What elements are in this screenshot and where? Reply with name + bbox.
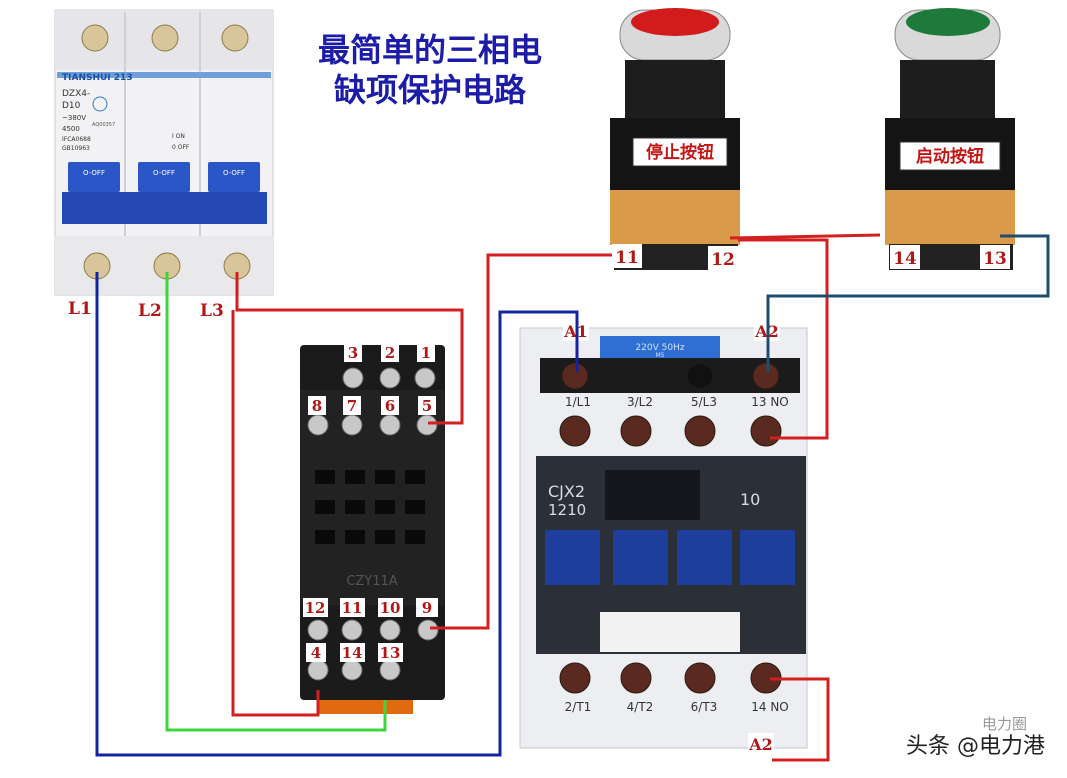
relay-terminal-8: 8 <box>312 397 322 415</box>
contactor-label-6t3: 6/T3 <box>691 700 718 714</box>
contactor-model: CJX2 <box>548 482 585 501</box>
relay-terminal-11: 11 <box>342 599 363 617</box>
contactor-label-2t1: 2/T1 <box>565 700 592 714</box>
start-button[interactable] <box>885 8 1015 270</box>
start-terminal-14: 14 <box>893 249 917 269</box>
relay-terminal-2: 2 <box>385 344 395 362</box>
title-line-2: 缺项保护电路 <box>333 71 526 109</box>
coil-rating: 220V 50Hz <box>635 343 684 353</box>
wire-stop12-start14 <box>729 233 881 240</box>
start-terminal-13: 13 <box>983 249 1007 269</box>
wire-l3-red-relay5 <box>235 272 464 425</box>
relay-terminal-14: 14 <box>342 644 363 662</box>
contactor-label-13no: 13 NO <box>751 395 789 409</box>
contactor-label-3l2: 3/L2 <box>627 395 653 409</box>
breaker-rating: D10 <box>62 101 81 111</box>
phase-label-l3: L3 <box>200 301 224 321</box>
wire-l2-green <box>165 272 387 732</box>
contactor: 220V 50Hz M5 1/L1 3/L2 5/L3 13 NO 2/T1 4… <box>519 327 808 749</box>
breaker-voltage: ~380V <box>62 114 86 122</box>
breaker-toggle-bar[interactable] <box>62 192 267 224</box>
breaker-model: DZX4- <box>62 89 90 99</box>
stop-terminal-12: 12 <box>711 250 735 270</box>
handle-label-3: O-OFF <box>223 169 245 177</box>
contactor-label-5l3: 5/L3 <box>691 395 717 409</box>
title-line-1: 最简单的三相电 <box>317 31 542 69</box>
breaker-on: I ON <box>172 133 185 140</box>
relay-terminal-10: 10 <box>380 599 401 617</box>
contactor-label-14no: 14 NO <box>751 700 789 714</box>
diagram-title: 最简单的三相电 缺项保护电路 <box>270 30 590 110</box>
breaker-capacity: 4500 <box>62 125 80 133</box>
relay-terminal-3: 3 <box>348 344 358 362</box>
relay-terminal-1: 1 <box>421 344 431 362</box>
breaker-std2: GB10963 <box>62 145 90 152</box>
phase-label-l2: L2 <box>138 301 162 321</box>
start-button-label: 启动按钮 <box>916 146 984 167</box>
breaker-brand: TIANSHUI 213 <box>62 73 133 83</box>
contactor-aux: 10 <box>740 490 760 509</box>
phase-label-l1: L1 <box>68 299 92 319</box>
wire-relay9-stop11 <box>430 253 612 630</box>
contactor-label-4t2: 4/T2 <box>627 700 654 714</box>
relay-terminal-12: 12 <box>305 599 326 617</box>
stop-button-label: 停止按钮 <box>646 142 714 163</box>
coil-sub: M5 <box>656 352 665 359</box>
wire-14no-a2 <box>770 677 830 762</box>
wire-stop12-13no <box>738 238 829 440</box>
circuit-breaker: TIANSHUI 213 DZX4- D10 ~380V 4500 IFCA06… <box>54 9 274 296</box>
breaker-off: 0 OFF <box>172 144 190 151</box>
contactor-label-1l1: 1/L1 <box>565 395 591 409</box>
watermark: 头条 @电力港 <box>906 734 1045 759</box>
relay-marking: CZY11A <box>346 574 397 589</box>
wire-l3-red-relay4 <box>231 310 320 717</box>
bottom-a2-label: A2 <box>748 735 773 754</box>
stop-terminal-11: 11 <box>615 248 639 268</box>
relay-terminal-7: 7 <box>347 397 357 415</box>
wires <box>95 233 1050 762</box>
relay-terminal-13: 13 <box>380 644 401 662</box>
handle-label-1: O-OFF <box>83 169 105 177</box>
relay-terminal-6: 6 <box>385 397 395 415</box>
wire-start13-a2 <box>766 234 1050 372</box>
relay-terminal-9: 9 <box>422 599 432 617</box>
faint-watermark: 电力圈 <box>981 715 1027 733</box>
relay-terminal-4: 4 <box>311 644 321 662</box>
handle-label-2: O-OFF <box>153 169 175 177</box>
breaker-cert: AQ00357 <box>92 122 115 128</box>
wire-l1-blue <box>95 272 579 757</box>
contactor-model-number: 1210 <box>548 501 586 519</box>
breaker-std1: IFCA0688 <box>62 136 91 143</box>
relay-terminal-5: 5 <box>422 397 432 415</box>
relay-socket-base: CZY11A <box>300 345 445 714</box>
